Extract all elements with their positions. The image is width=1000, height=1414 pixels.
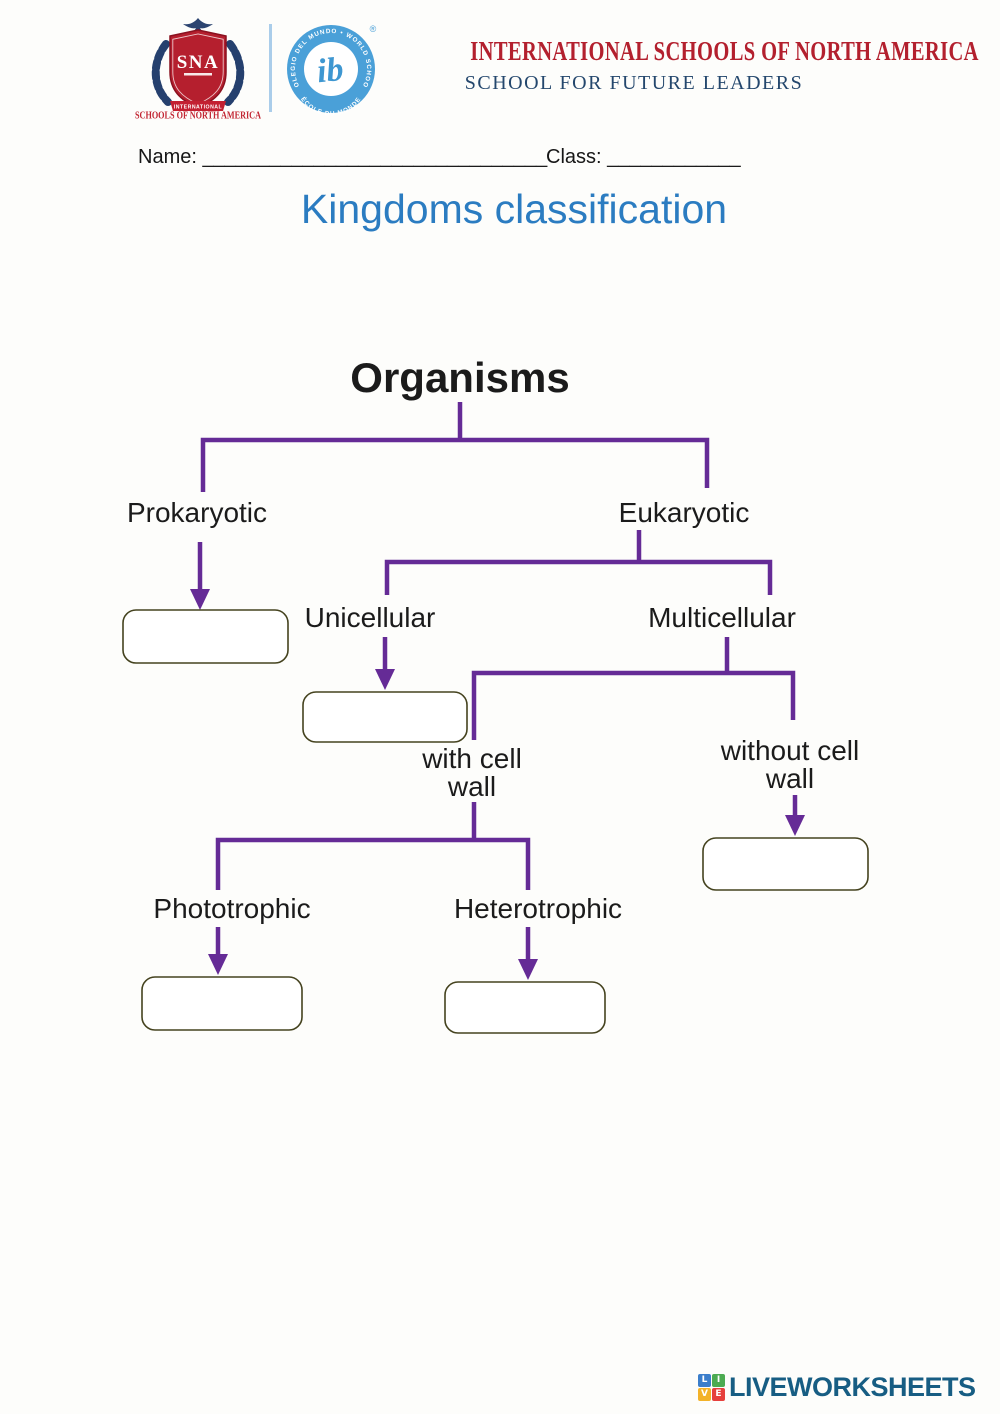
branch-level4 <box>215 837 531 890</box>
label-without-cell-wall-line1: without cell <box>720 735 860 766</box>
label-organisms: Organisms <box>350 354 569 401</box>
label-without-cell-wall-line2: wall <box>765 763 814 794</box>
lw-tile-e: E <box>712 1388 725 1401</box>
answer-box-phototrophic[interactable] <box>141 976 303 1031</box>
name-field-group: Name: _______________________________ <box>138 146 547 169</box>
lw-tile-l: L <box>698 1374 711 1387</box>
classification-diagram: Organisms Prokaryotic Eukaryotic Unicell… <box>122 354 869 1034</box>
label-with-cell-wall-line1: with cell <box>421 743 522 774</box>
lw-tile-v: V <box>698 1388 711 1401</box>
sna-abbr: SNA <box>177 52 220 73</box>
branch-level2 <box>384 559 773 595</box>
label-with-cell-wall-line2: wall <box>447 771 496 802</box>
name-label: Name: <box>138 146 197 168</box>
school-name: INTERNATIONAL SCHOOLS OF NORTH AMERICA <box>470 36 979 66</box>
school-tagline: SCHOOL FOR FUTURE LEADERS <box>464 72 804 94</box>
ib-world-school-logo: COLEGIO DEL MUNDO • WORLD SCHOOL ÉCOLE D… <box>284 22 377 116</box>
class-label: Class: <box>546 146 602 168</box>
answer-box-heterotrophic[interactable] <box>444 981 606 1034</box>
label-prokaryotic: Prokaryotic <box>127 497 267 528</box>
liveworksheets-icon: L I V E <box>698 1374 725 1401</box>
ib-monogram: ib <box>315 51 345 91</box>
ib-registered-mark: ® <box>370 24 377 34</box>
header-divider <box>269 24 272 112</box>
branch-level3 <box>471 670 796 740</box>
answer-box-without-cell-wall[interactable] <box>702 837 869 891</box>
ib-inner-circle <box>304 42 358 96</box>
label-eukaryotic: Eukaryotic <box>619 497 750 528</box>
label-unicellular: Unicellular <box>305 602 436 633</box>
class-field-group: Class: ____________ <box>546 146 741 169</box>
wreath-right <box>224 40 245 106</box>
school-header-text: INTERNATIONAL SCHOOLS OF NORTH AMERICA S… <box>390 36 979 95</box>
answer-box-prokaryotic[interactable] <box>122 609 289 664</box>
class-blank-line: ____________ <box>607 146 741 168</box>
eagle-icon <box>183 18 213 33</box>
liveworksheets-wordmark: LIVEWORKSHEETS <box>729 1372 976 1402</box>
answer-box-unicellular[interactable] <box>302 691 468 743</box>
lw-tile-i: I <box>712 1374 725 1387</box>
sna-motto-bar <box>184 73 212 76</box>
label-phototrophic: Phototrophic <box>153 893 310 924</box>
label-heterotrophic: Heterotrophic <box>454 893 622 924</box>
sna-banner-ribbon <box>170 101 226 111</box>
diagram-connectors <box>190 402 805 980</box>
liveworksheets-logo[interactable]: L I V E LIVEWORKSHEETS <box>698 1372 976 1403</box>
page-title: Kingdoms classification <box>300 186 728 232</box>
branch-level1 <box>200 437 710 492</box>
sna-caption: SCHOOLS OF NORTH AMERICA <box>135 111 261 121</box>
sna-banner-text: INTERNATIONAL <box>174 105 223 111</box>
wreath-left <box>151 40 172 106</box>
sna-school-logo: SNA INTERNATIONAL SCHOOLS OF NORTH AMERI… <box>135 18 261 121</box>
name-blank-line: _______________________________ <box>202 146 548 168</box>
label-multicellular: Multicellular <box>648 602 796 633</box>
